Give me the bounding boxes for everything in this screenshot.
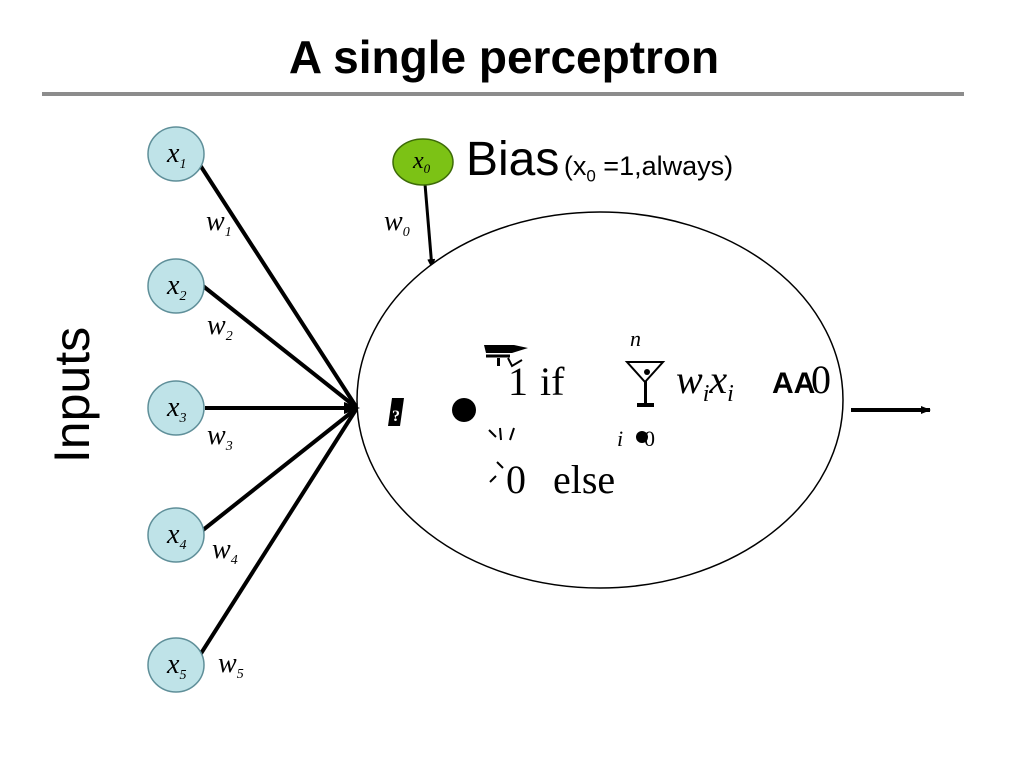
weight-label-w1: w1 — [206, 206, 232, 240]
formula-zero: 0 — [506, 457, 526, 502]
weight-label-w0: w0 — [384, 206, 410, 240]
sum-upper-limit: n — [630, 326, 641, 351]
sum-lower-limit: i — [617, 426, 623, 451]
input-node-x4 — [147, 507, 205, 563]
formula-else: else — [553, 457, 615, 502]
title-divider — [42, 92, 964, 96]
formula-one: 1 — [508, 359, 528, 404]
weight-label-w4: w4 — [212, 534, 238, 568]
weight-label-w2: w2 — [207, 310, 233, 344]
activation-formula: ? 1 if n i 0 wixi AA 0 0 — [388, 326, 831, 502]
bias-note: (x0 =1,always) — [563, 151, 734, 185]
bias-node-x0 — [392, 138, 454, 186]
sum-lower-value: 0 — [644, 426, 655, 451]
edge-x2 — [201, 284, 359, 410]
broken-glyph-icon — [388, 398, 404, 426]
formula-compare: AA — [772, 367, 815, 400]
edge-x5 — [198, 406, 359, 657]
input-node-x2 — [147, 258, 205, 314]
node-label-x0: x0 — [412, 148, 431, 176]
bias-label-group: Bias (x0 =1,always) — [466, 132, 733, 187]
weight-label-w5: w5 — [218, 648, 244, 682]
input-node-x3 — [147, 380, 205, 436]
bias-label: Bias — [466, 133, 560, 186]
node-label-x5: x5 — [166, 649, 186, 683]
weight-label-w3: w3 — [207, 420, 233, 454]
sum-lower-dot-icon — [636, 431, 648, 443]
svg-text:?: ? — [392, 408, 400, 425]
edge-x4 — [201, 406, 359, 532]
formula-if: if — [540, 359, 565, 404]
summation-icon — [624, 361, 666, 407]
junction-arrowhead — [344, 402, 360, 414]
input-node-x5 — [147, 637, 205, 693]
bias-note-post: =1,always) — [595, 151, 734, 181]
node-label-x4: x4 — [166, 519, 186, 553]
page-title: A single perceptron — [288, 31, 720, 83]
input-node-x1 — [147, 126, 205, 182]
bias-note-sub: 0 — [586, 166, 596, 186]
neuron-body — [356, 211, 844, 589]
node-label-x1: x1 — [166, 138, 186, 172]
node-label-x2: x2 — [166, 270, 186, 304]
formula-threshold: 0 — [811, 357, 831, 402]
formula-term: wixi — [676, 357, 734, 407]
edge-x0 — [423, 183, 436, 269]
brace-icon — [484, 345, 528, 483]
edge-x1 — [198, 163, 359, 410]
node-label-x3: x3 — [166, 392, 186, 426]
dot-operator-icon — [452, 398, 476, 422]
bias-note-pre: (x — [563, 151, 587, 181]
